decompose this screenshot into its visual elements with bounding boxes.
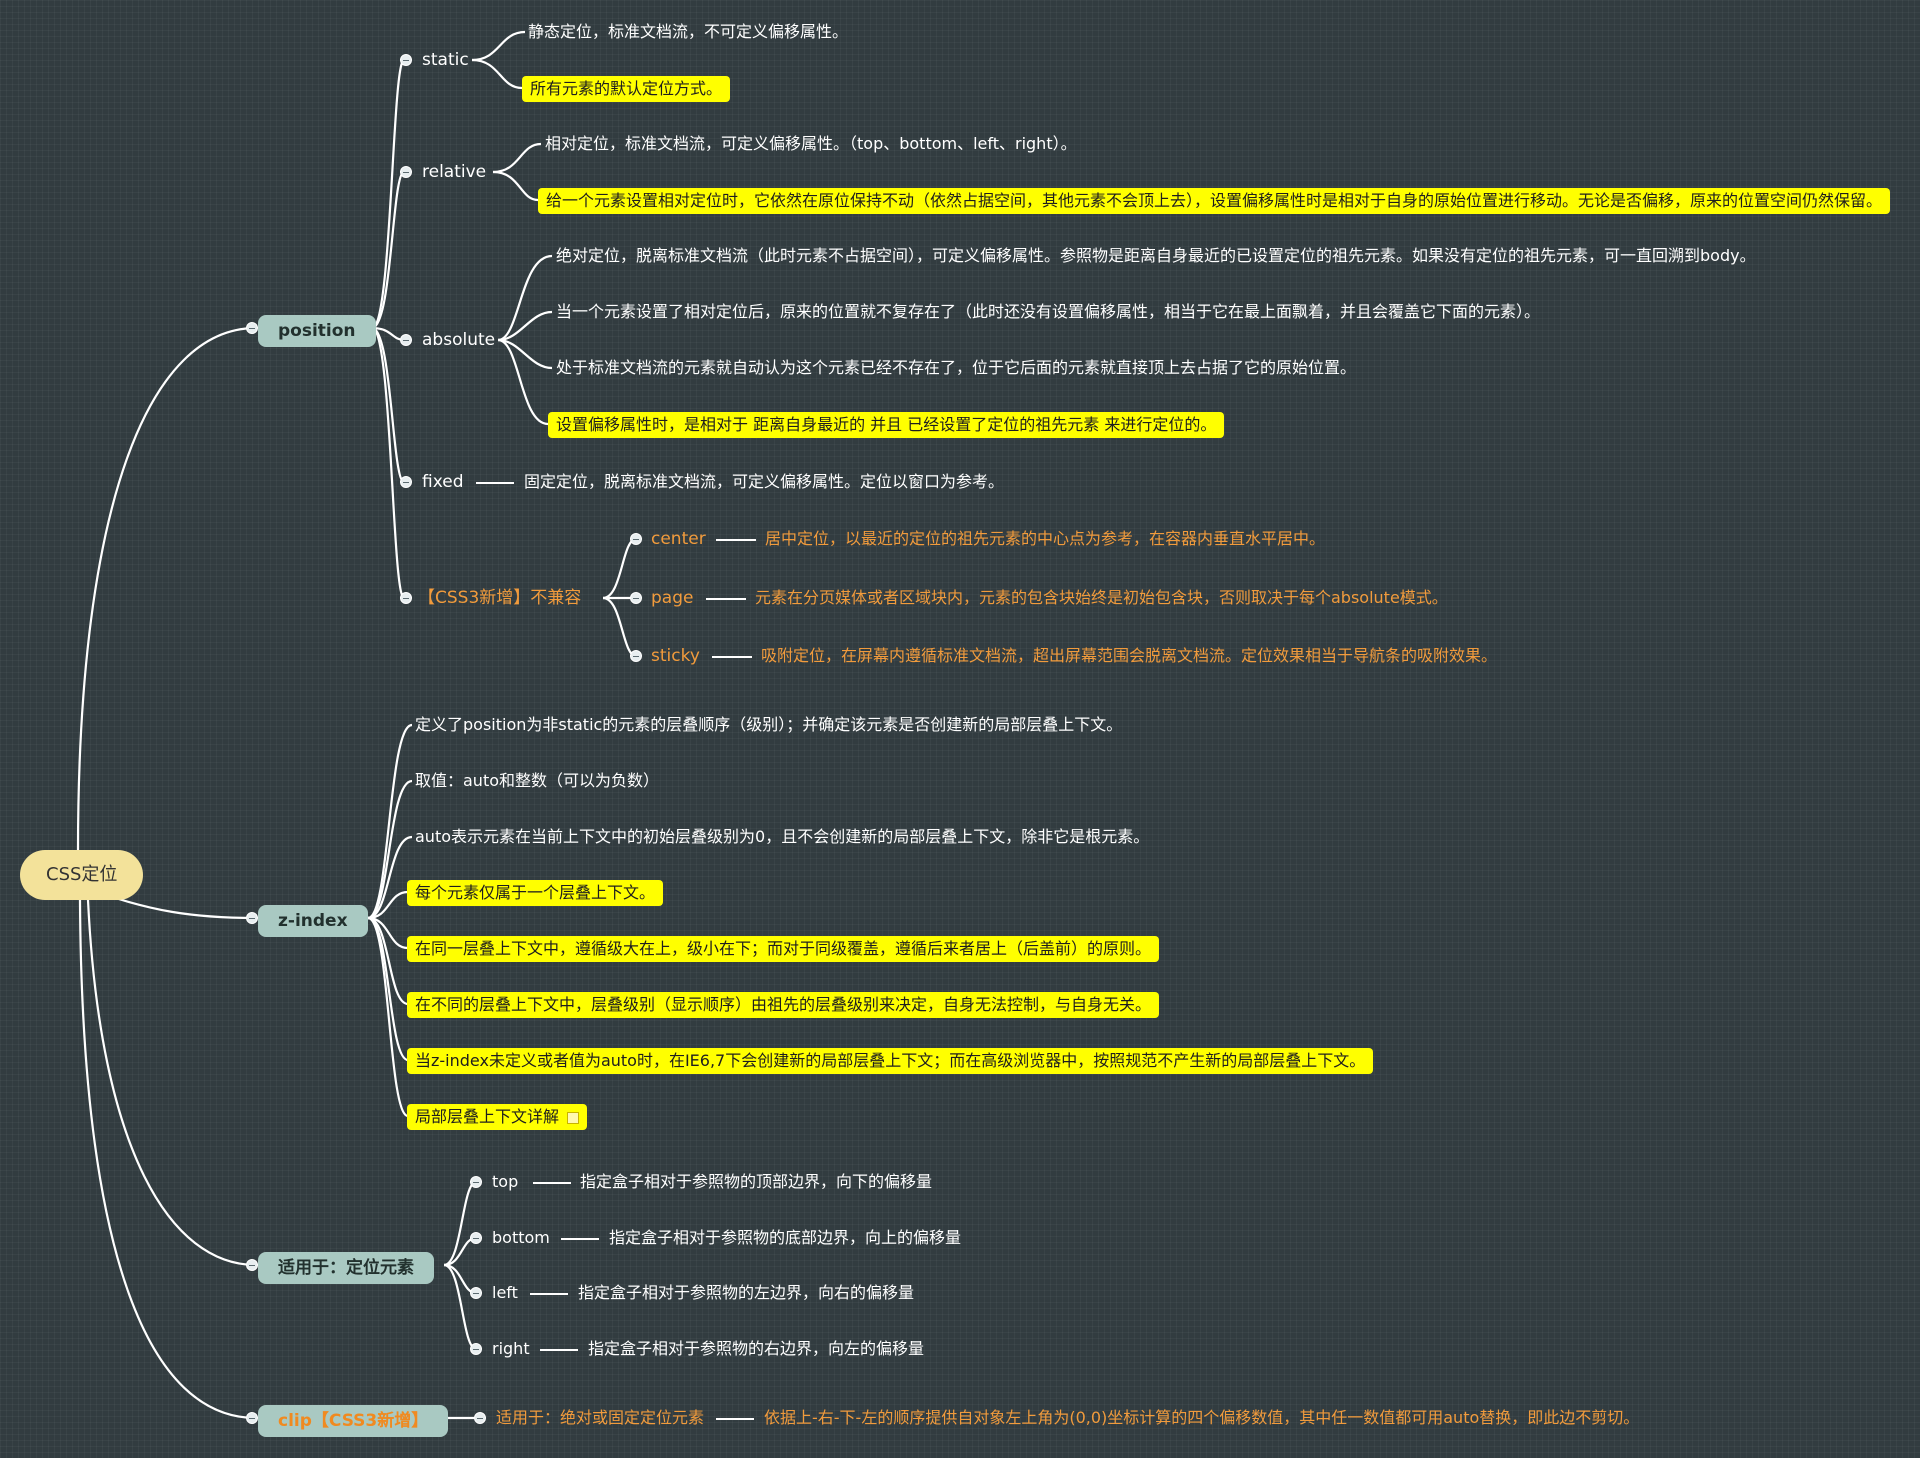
collapse-toggle-fixed[interactable] — [400, 476, 412, 488]
clip-connector — [716, 1418, 754, 1420]
zindex-note-8-text: 局部层叠上下文详解 — [415, 1107, 560, 1126]
branch-clip[interactable]: clip【CSS3新增】 — [258, 1405, 449, 1437]
node-relative[interactable]: relative — [422, 162, 487, 182]
node-css3-new[interactable]: 【CSS3新增】不兼容 — [418, 588, 582, 608]
page-connector — [706, 598, 746, 600]
absolute-note-3: 处于标准文档流的元素就自动认为这个元素已经不存在了，位于它后面的元素就直接顶上去… — [556, 358, 1357, 377]
link-root-clip — [78, 899, 257, 1420]
node-center[interactable]: center — [651, 529, 706, 549]
zindex-note-5: 在同一层叠上下文中，遵循级大在上，级小在下；而对于同级覆盖，遵循后来者居上（后盖… — [407, 936, 1160, 962]
collapse-toggle-absolute[interactable] — [400, 334, 412, 346]
zindex-note-7: 当z-index未定义或者值为auto时，在IE6,7下会创建新的局部层叠上下文… — [407, 1048, 1374, 1074]
right-note: 指定盒子相对于参照物的右边界，向左的偏移量 — [588, 1339, 925, 1358]
node-page[interactable]: page — [651, 588, 694, 608]
node-bottom[interactable]: bottom — [492, 1228, 550, 1247]
right-connector — [540, 1349, 578, 1351]
left-note: 指定盒子相对于参照物的左边界，向右的偏移量 — [578, 1283, 915, 1302]
note-icon[interactable] — [567, 1111, 580, 1124]
relative-note-2: 给一个元素设置相对定位时，它依然在原位保持不动（依然占据空间，其他元素不会顶上去… — [538, 188, 1891, 214]
zindex-note-2: 取值：auto和整数（可以为负数） — [415, 771, 660, 790]
link-root-position — [76, 326, 257, 851]
clip-note: 依据上-右-下-左的顺序提供自对象左上角为(0,0)坐标计算的四个偏移数值，其中… — [764, 1408, 1640, 1427]
collapse-toggle-static[interactable] — [400, 54, 412, 66]
fixed-note: 固定定位，脱离标准文档流，可定义偏移属性。定位以窗口为参考。 — [524, 472, 1005, 491]
collapse-toggle-css3[interactable] — [400, 592, 412, 604]
collapse-toggle-applies[interactable] — [246, 1259, 258, 1271]
collapse-toggle-position[interactable] — [246, 322, 258, 334]
center-connector — [716, 539, 756, 541]
fixed-connector — [476, 482, 514, 484]
bottom-note: 指定盒子相对于参照物的底部边界，向上的偏移量 — [609, 1228, 962, 1247]
absolute-note-4: 设置偏移属性时，是相对于 距离自身最近的 并且 已经设置了定位的祖先元素 来进行… — [548, 412, 1225, 438]
absolute-note-2: 当一个元素设置了相对定位后，原来的位置就不复存在了（此时还没有设置偏移属性，相当… — [556, 302, 1541, 321]
collapse-toggle-clip-applies[interactable] — [474, 1412, 486, 1424]
node-absolute[interactable]: absolute — [422, 330, 496, 350]
branch-applies[interactable]: 适用于：定位元素 — [258, 1252, 434, 1284]
collapse-toggle-sticky[interactable] — [630, 650, 642, 662]
zindex-note-3: auto表示元素在当前上下文中的初始层叠级别为0，且不会创建新的局部层叠上下文，… — [415, 827, 1150, 846]
branch-position[interactable]: position — [258, 315, 376, 347]
collapse-toggle-page[interactable] — [630, 592, 642, 604]
collapse-toggle-center[interactable] — [630, 533, 642, 545]
zindex-note-1: 定义了position为非static的元素的层叠顺序（级别）；并确定该元素是否… — [415, 715, 1123, 734]
sticky-connector — [712, 656, 752, 658]
node-sticky[interactable]: sticky — [651, 646, 700, 666]
zindex-note-4: 每个元素仅属于一个层叠上下文。 — [407, 880, 664, 906]
collapse-toggle-left[interactable] — [470, 1287, 482, 1299]
branch-zindex[interactable]: z-index — [258, 905, 368, 937]
page-note: 元素在分页媒体或者区域块内，元素的包含块始终是初始包含块，否则取决于每个abso… — [755, 588, 1448, 607]
zindex-note-8[interactable]: 局部层叠上下文详解 — [407, 1104, 588, 1130]
zindex-note-6: 在不同的层叠上下文中，层叠级别（显示顺序）由祖先的层叠级别来决定，自身无法控制，… — [407, 992, 1160, 1018]
left-connector — [530, 1293, 568, 1295]
collapse-toggle-top[interactable] — [470, 1176, 482, 1188]
node-fixed[interactable]: fixed — [422, 472, 464, 492]
link-root-applies — [86, 899, 257, 1267]
relative-note-1: 相对定位，标准文档流，可定义偏移属性。（top、bottom、left、righ… — [545, 134, 1077, 153]
collapse-toggle-right[interactable] — [470, 1343, 482, 1355]
collapse-toggle-zindex[interactable] — [246, 912, 258, 924]
node-right[interactable]: right — [492, 1339, 530, 1358]
static-note-2: 所有元素的默认定位方式。 — [522, 76, 731, 102]
node-static[interactable]: static — [422, 50, 469, 70]
collapse-toggle-relative[interactable] — [400, 166, 412, 178]
node-top[interactable]: top — [492, 1172, 519, 1191]
top-connector — [533, 1182, 571, 1184]
absolute-note-1: 绝对定位，脱离标准文档流（此时元素不占据空间），可定义偏移属性。参照物是距离自身… — [556, 246, 1756, 265]
static-note-1: 静态定位，标准文档流，不可定义偏移属性。 — [528, 22, 849, 41]
collapse-toggle-bottom[interactable] — [470, 1232, 482, 1244]
node-left[interactable]: left — [492, 1283, 518, 1302]
top-note: 指定盒子相对于参照物的顶部边界，向下的偏移量 — [580, 1172, 933, 1191]
collapse-toggle-clip[interactable] — [246, 1412, 258, 1424]
bottom-connector — [561, 1238, 599, 1240]
center-note: 居中定位，以最近的定位的祖先元素的中心点为参考，在容器内垂直水平居中。 — [765, 529, 1326, 548]
sticky-note: 吸附定位，在屏幕内遵循标准文档流，超出屏幕范围会脱离文档流。定位效果相当于导航条… — [761, 646, 1498, 665]
clip-applies[interactable]: 适用于：绝对或固定定位元素 — [496, 1408, 705, 1427]
root-node[interactable]: CSS定位 — [20, 850, 144, 900]
